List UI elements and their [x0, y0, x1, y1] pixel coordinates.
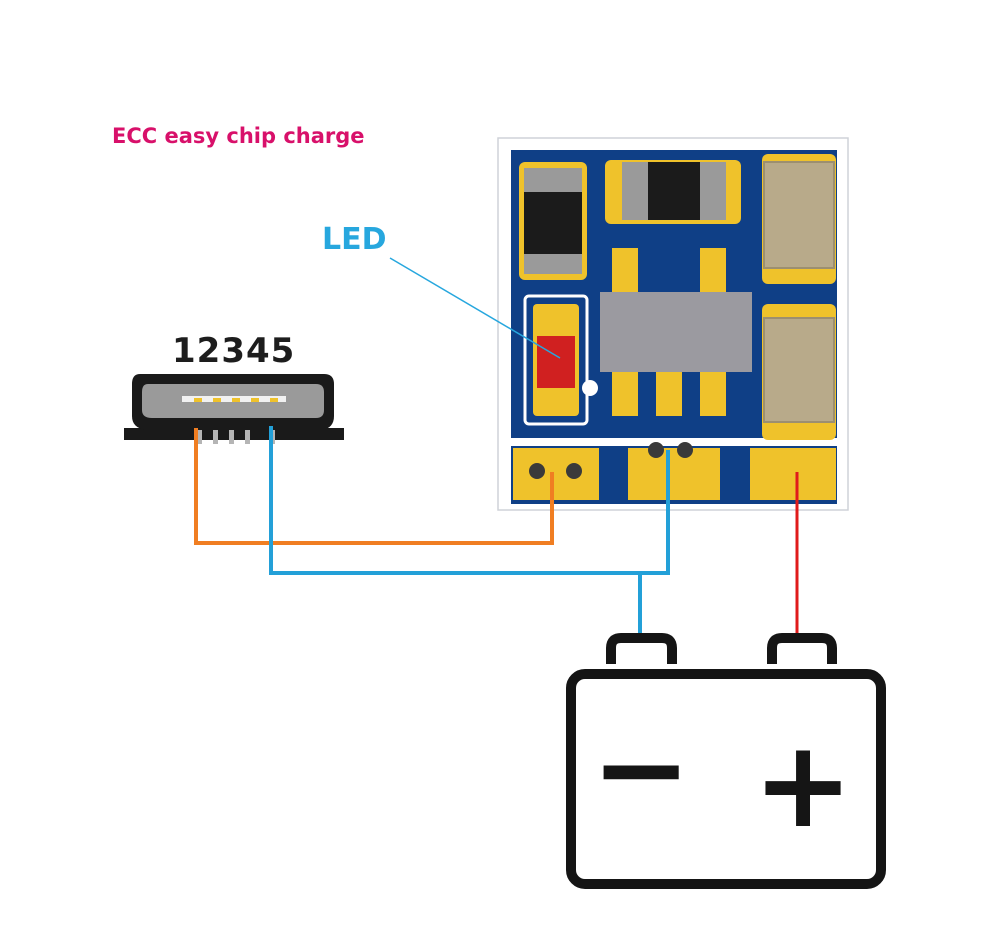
wire-usb-vcc: [194, 428, 554, 545]
chip-leg-bottom-2: [656, 366, 682, 416]
component-cap-bottom: [524, 254, 582, 274]
battery-terminal-positive: [767, 633, 837, 664]
capacitor-bottom: [763, 317, 835, 423]
chip-leg-bottom-3: [700, 366, 726, 416]
usb-pin-1: [197, 430, 202, 444]
diagram-title: ECC easy chip charge: [112, 124, 365, 148]
led-label: LED: [322, 222, 387, 257]
capacitor-top: [763, 161, 835, 269]
via-1: [529, 463, 545, 479]
led-polarity-dot: [582, 380, 598, 396]
led-pointer-line: [389, 257, 561, 359]
pad-usb-input: [513, 448, 599, 500]
component-end-right: [700, 162, 726, 220]
usb-pin-3: [229, 430, 234, 444]
micro-usb-connector: [124, 374, 344, 444]
pad-negative: [628, 448, 720, 500]
usb-contact-4: [251, 398, 259, 402]
usb-pin-2: [213, 430, 218, 444]
usb-pin-label: 12345: [172, 331, 296, 371]
battery-terminal-negative: [606, 633, 677, 664]
battery-body: [566, 669, 886, 889]
usb-contact-1: [194, 398, 202, 402]
component-end-left: [622, 162, 648, 220]
chip-leg-bottom-1: [612, 366, 638, 416]
usb-contact-5: [270, 398, 278, 402]
led-component: [537, 336, 575, 388]
battery-negative-symbol: −: [591, 700, 692, 839]
pad-positive: [750, 448, 836, 500]
component-body-center: [648, 162, 700, 220]
wire-usb-ground: [269, 426, 670, 575]
pcb-gap: [511, 438, 837, 446]
usb-pin-4: [245, 430, 250, 444]
battery-positive-symbol: +: [753, 716, 854, 855]
charger-module: [497, 137, 849, 511]
ic-chip: [600, 292, 752, 372]
component-body-dark: [524, 192, 582, 254]
battery: − +: [566, 633, 886, 889]
usb-contact-2: [213, 398, 221, 402]
usb-contact-3: [232, 398, 240, 402]
via-2: [566, 463, 582, 479]
led-silkscreen: [523, 294, 589, 426]
component-cap-top: [524, 168, 582, 192]
chip-leg-top-2: [700, 248, 726, 296]
chip-leg-top-1: [612, 248, 638, 296]
via-4: [677, 442, 693, 458]
via-3: [648, 442, 664, 458]
